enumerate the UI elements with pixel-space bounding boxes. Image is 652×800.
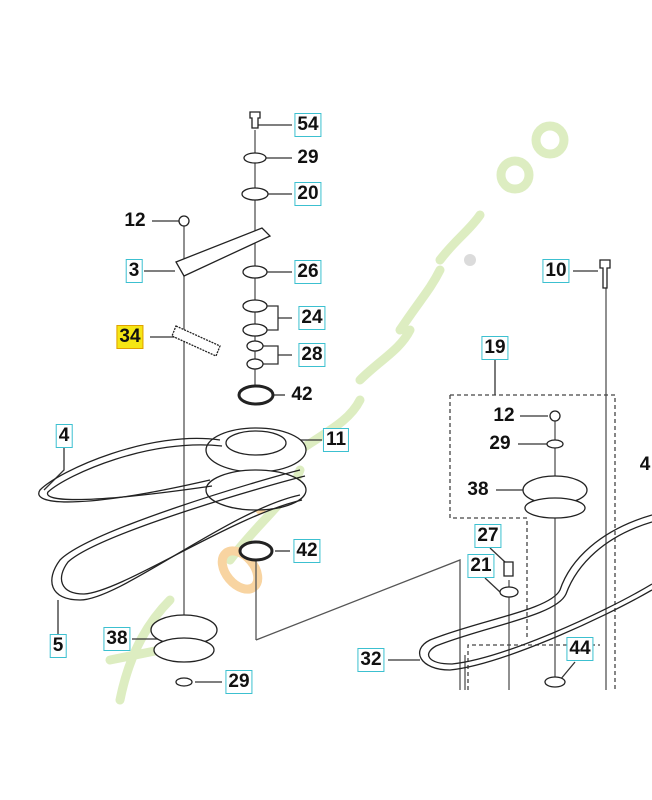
callout-12[interactable]: 12 — [122, 210, 148, 232]
callout-24[interactable]: 24 — [298, 306, 326, 330]
callout-11[interactable]: 11 — [322, 428, 350, 452]
callout-54[interactable]: 54 — [294, 113, 322, 137]
leader-lines — [43, 124, 598, 683]
callout-4[interactable]: 4 — [55, 424, 73, 448]
callout-3[interactable]: 3 — [125, 259, 143, 283]
callout-5[interactable]: 5 — [49, 634, 67, 658]
callout-19[interactable]: 19 — [481, 336, 509, 360]
callout-29-lower[interactable]: 29 — [225, 670, 253, 694]
callout-27[interactable]: 27 — [474, 524, 502, 548]
callout-38-assembly[interactable]: 38 — [465, 479, 491, 501]
callout-42[interactable]: 42 — [289, 384, 315, 406]
callout-28[interactable]: 28 — [298, 343, 326, 367]
callout-12-assembly[interactable]: 12 — [491, 405, 517, 427]
callout-29-assembly[interactable]: 29 — [487, 433, 513, 455]
callout-4-partial[interactable]: 4 — [637, 454, 652, 476]
callout-44[interactable]: 44 — [566, 637, 594, 661]
callout-20[interactable]: 20 — [294, 182, 322, 206]
callout-10[interactable]: 10 — [542, 259, 570, 283]
callout-21[interactable]: 21 — [467, 554, 495, 578]
callout-38[interactable]: 38 — [103, 627, 131, 651]
assembly-frame — [449, 394, 616, 690]
callout-29[interactable]: 29 — [295, 147, 321, 169]
drive-belts — [38, 437, 652, 671]
callout-26[interactable]: 26 — [294, 260, 322, 284]
parts — [150, 111, 611, 688]
callout-34-highlighted[interactable]: 34 — [116, 325, 144, 349]
callout-42-lower[interactable]: 42 — [293, 539, 321, 563]
callout-32[interactable]: 32 — [357, 648, 385, 672]
shaft-lines — [183, 130, 607, 690]
